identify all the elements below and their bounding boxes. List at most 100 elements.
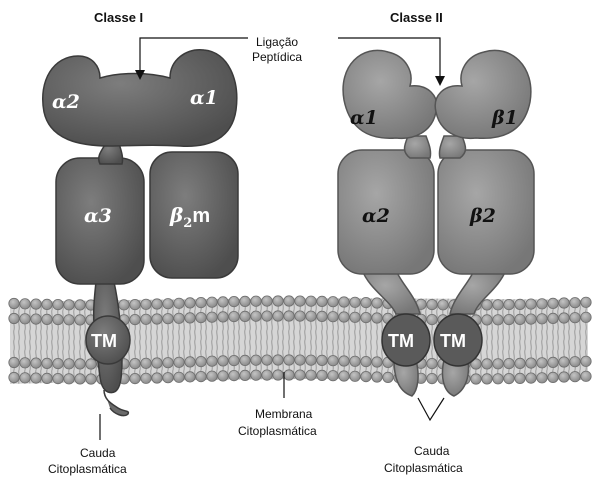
lipid-head (163, 314, 173, 324)
lipid-head (537, 373, 547, 383)
lipid-head (339, 356, 349, 366)
lipid-head (31, 358, 41, 368)
membrane-label-line2: Citoplasmática (238, 424, 317, 438)
class-ii-tm-right-label: TM (440, 331, 466, 351)
lipid-head (185, 298, 195, 308)
lipid-head (361, 356, 371, 366)
lipid-head (317, 296, 327, 306)
lipid-head (504, 299, 514, 309)
lipid-head (328, 371, 338, 381)
lipid-head (317, 370, 327, 380)
lipid-head (295, 370, 305, 380)
lipid-head (262, 296, 272, 306)
class-ii-beta2-label: β2 (469, 205, 496, 227)
tail-right-pointer (418, 398, 444, 420)
lipid-head (31, 373, 41, 383)
lipid-head (229, 370, 239, 380)
lipid-head (9, 298, 19, 308)
lipid-head (174, 298, 184, 308)
lipid-head (493, 374, 503, 384)
lipid-head (229, 355, 239, 365)
lipid-head (196, 356, 206, 366)
lipid-head (207, 297, 217, 307)
lipid-head (526, 373, 536, 383)
class-i-tm-label: TM (91, 331, 117, 351)
lipid-head (295, 355, 305, 365)
lipid-head (152, 373, 162, 383)
lipid-head (504, 358, 514, 368)
class-ii-alpha1-label: α1 (350, 107, 378, 129)
lipid-head (196, 297, 206, 307)
lipid-head (515, 373, 525, 383)
lipid-head (339, 297, 349, 307)
lipid-head (559, 298, 569, 308)
lipid-head (383, 372, 393, 382)
lipid-head (295, 311, 305, 321)
lipid-head (262, 370, 272, 380)
lipid-head (526, 299, 536, 309)
peptide-binding-label-line2: Peptídica (252, 50, 302, 64)
class-ii-title: Classe II (390, 10, 443, 25)
lipid-head (295, 296, 305, 306)
lipid-head (570, 372, 580, 382)
lipid-head (372, 313, 382, 323)
lipid-head (548, 372, 558, 382)
lipid-head (31, 299, 41, 309)
lipid-head (306, 355, 316, 365)
lipid-head (53, 314, 63, 324)
lipid-head (482, 300, 492, 310)
lipid-head (64, 315, 74, 325)
lipid-head (152, 299, 162, 309)
lipid-head (185, 313, 195, 323)
lipid-head (493, 300, 503, 310)
lipid-head (570, 313, 580, 323)
lipid-head (240, 296, 250, 306)
lipid-head (64, 359, 74, 369)
lipid-head (482, 374, 492, 384)
class-ii-tm-left-label: TM (388, 331, 414, 351)
lipid-head (207, 371, 217, 381)
lipid-head (559, 372, 569, 382)
lipid-head (262, 311, 272, 321)
lipid-head (251, 355, 261, 365)
lipid-head (581, 312, 591, 322)
lipid-head (75, 374, 85, 384)
lipid-head (427, 299, 437, 309)
lipid-head (526, 314, 536, 324)
lipid-head (64, 300, 74, 310)
class-i-tail (104, 390, 128, 416)
lipid-head (328, 356, 338, 366)
lipid-head (504, 373, 514, 383)
lipid-head (163, 299, 173, 309)
lipid-head (493, 315, 503, 325)
lipid-head (427, 373, 437, 383)
lipid-head (174, 372, 184, 382)
lipid-head (361, 312, 371, 322)
lipid-head (53, 373, 63, 383)
class-i-alpha2-label: α2 (52, 91, 80, 113)
lipid-head (185, 372, 195, 382)
lipid-head (350, 356, 360, 366)
lipid-head (9, 357, 19, 367)
lipid-head (273, 355, 283, 365)
lipid-head (273, 370, 283, 380)
lipid-head (42, 358, 52, 368)
lipid-head (20, 358, 30, 368)
lipid-head (218, 312, 228, 322)
lipid-head (284, 296, 294, 306)
lipid-head (20, 314, 30, 324)
tail-right-label-line2: Citoplasmática (384, 461, 463, 475)
lipid-head (218, 371, 228, 381)
lipid-head (119, 300, 129, 310)
lipid-head (515, 314, 525, 324)
class-i-title: Classe I (94, 10, 143, 25)
class-ii-left-connector (405, 136, 431, 158)
lipid-head (537, 358, 547, 368)
lipid-head (427, 314, 437, 324)
lipid-head (372, 298, 382, 308)
lipid-head (31, 314, 41, 324)
lipid-head (42, 314, 52, 324)
lipid-head (339, 371, 349, 381)
membrane-label-line1: Membrana (255, 407, 313, 421)
